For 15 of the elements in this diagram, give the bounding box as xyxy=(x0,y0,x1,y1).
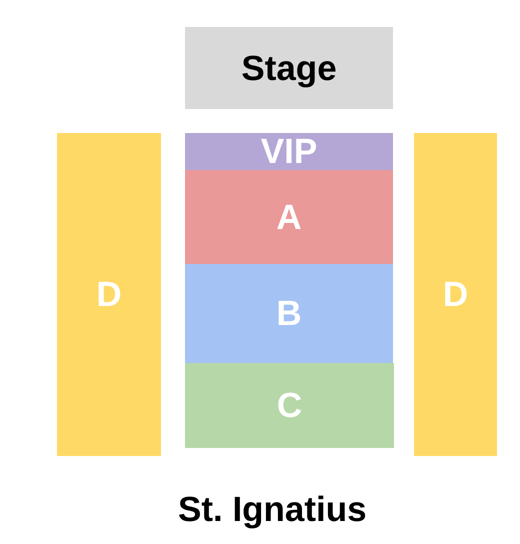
seating-section xyxy=(185,363,394,448)
seating-section xyxy=(185,170,393,264)
stage-label: Stage xyxy=(241,50,337,86)
section-label: A xyxy=(276,200,302,234)
section-label: C xyxy=(276,388,302,423)
seating-section xyxy=(414,133,497,456)
section-label: B xyxy=(276,296,302,331)
stage-area xyxy=(185,27,393,109)
section-label: D xyxy=(96,277,122,312)
seating-section xyxy=(185,264,393,363)
section-label: D xyxy=(442,277,468,312)
section-label: VIP xyxy=(260,134,318,169)
seating-section xyxy=(185,133,393,170)
seating-section xyxy=(57,133,161,456)
venue-caption: St. Ignatius xyxy=(178,492,367,527)
